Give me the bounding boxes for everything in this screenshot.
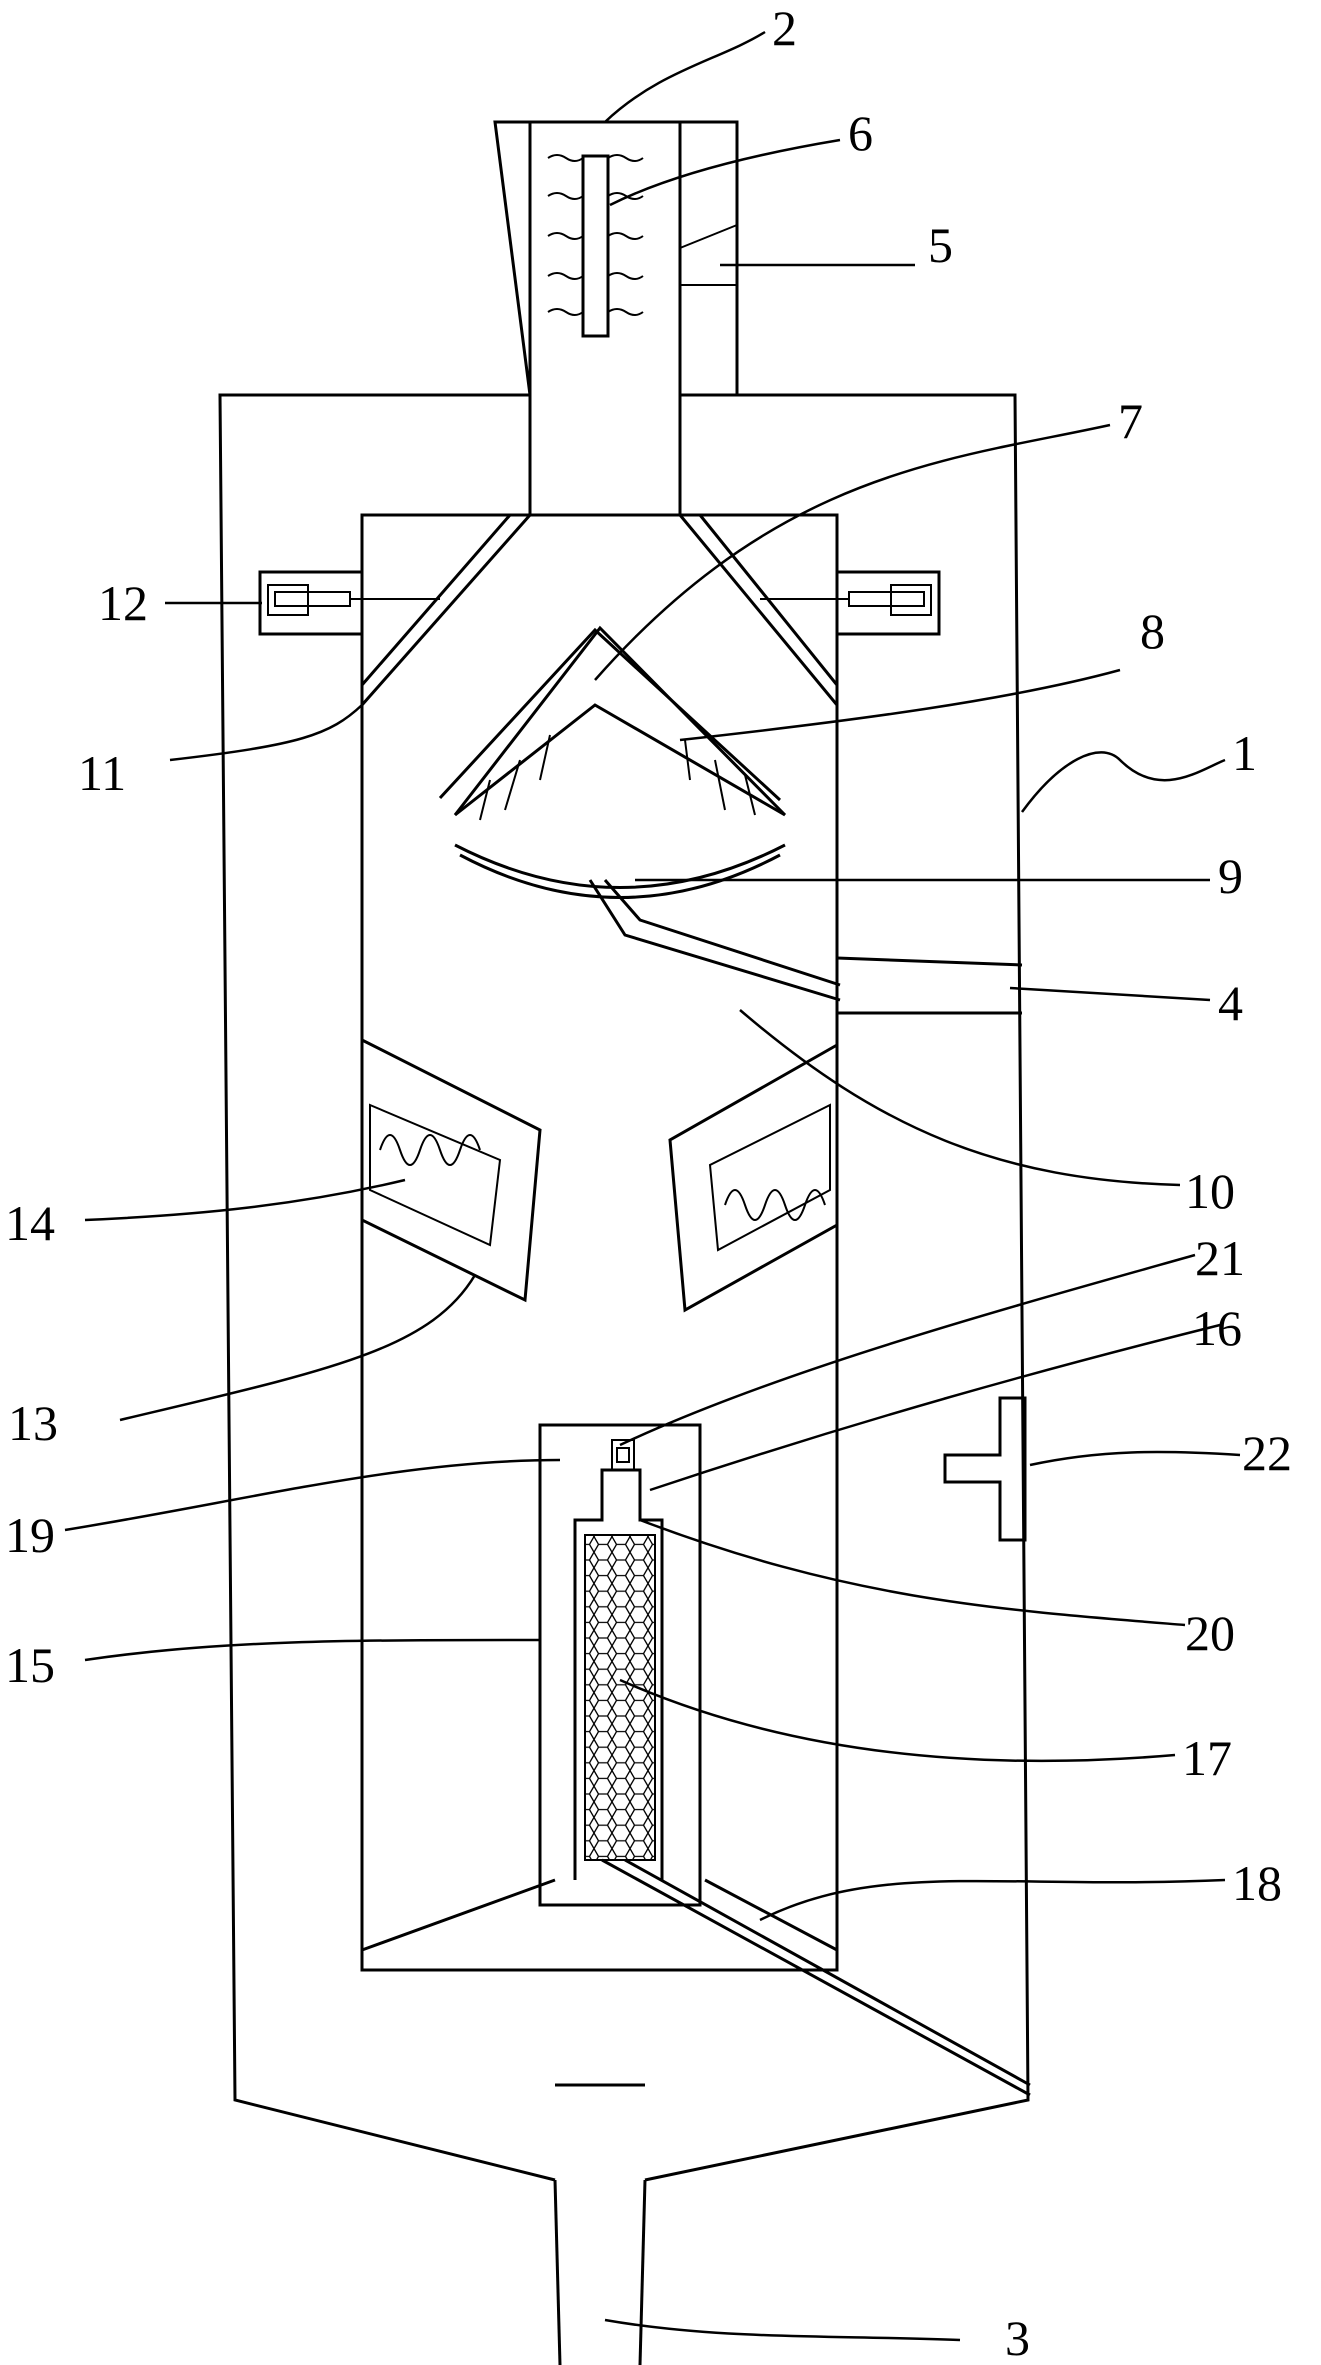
label-7: 7 xyxy=(1118,393,1143,449)
brush-blocks xyxy=(479,734,756,821)
label-21: 21 xyxy=(1195,1230,1245,1286)
outer-housing xyxy=(218,393,1030,2182)
spray-cone xyxy=(438,625,787,817)
left-heating-tray xyxy=(360,1037,542,1303)
label-14: 14 xyxy=(5,1195,55,1251)
label-16: 16 xyxy=(1192,1300,1242,1356)
side-port xyxy=(943,1396,1027,1542)
label-4: 4 xyxy=(1218,975,1243,1031)
label-13: 13 xyxy=(8,1395,58,1451)
label-3: 3 xyxy=(1005,2310,1030,2365)
bottom-outlet xyxy=(553,2083,647,2365)
label-11: 11 xyxy=(78,745,126,801)
side-outlet xyxy=(836,956,1023,1015)
drain-pipe xyxy=(588,879,841,1002)
label-5: 5 xyxy=(928,217,953,273)
right-heating-tray xyxy=(668,1042,839,1313)
label-2: 2 xyxy=(772,0,797,56)
label-8: 8 xyxy=(1140,603,1165,659)
label-19: 19 xyxy=(5,1507,55,1563)
label-20: 20 xyxy=(1185,1605,1235,1661)
label-6: 6 xyxy=(848,105,873,161)
reference-labels: 2 6 5 7 12 8 11 1 9 4 10 14 21 16 13 22 … xyxy=(5,0,1292,2365)
collecting-tray xyxy=(454,843,786,899)
filter-cartridge xyxy=(538,1423,1031,2097)
filter-screen xyxy=(547,154,644,338)
label-12: 12 xyxy=(98,575,148,631)
label-18: 18 xyxy=(1232,1855,1282,1911)
label-22: 22 xyxy=(1242,1425,1292,1481)
fastening-brackets xyxy=(258,570,941,636)
leader-lines xyxy=(64,30,1241,2342)
label-15: 15 xyxy=(5,1637,55,1693)
label-9: 9 xyxy=(1218,848,1243,904)
inner-chamber xyxy=(360,513,839,1972)
label-10: 10 xyxy=(1185,1163,1235,1219)
label-17: 17 xyxy=(1182,1730,1232,1786)
label-1: 1 xyxy=(1232,725,1257,781)
inlet-pipe xyxy=(493,120,739,515)
